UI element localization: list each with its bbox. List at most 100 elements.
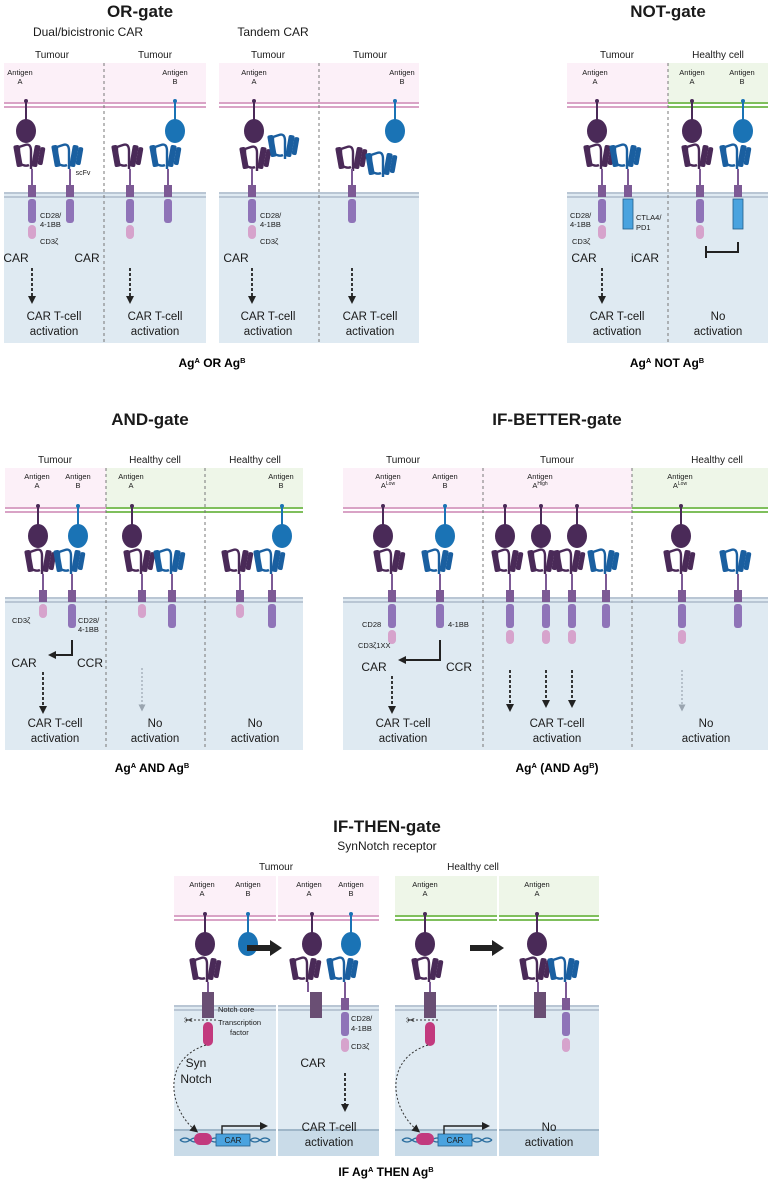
scfv-loop <box>415 956 431 982</box>
costim-domain <box>28 199 36 223</box>
antigen-label: Antigen <box>389 68 414 77</box>
notch-core-label: Notch core <box>218 1005 254 1014</box>
scfv-loop <box>293 956 309 982</box>
tf-label: factor <box>230 1028 249 1037</box>
outcome-label: No <box>542 1122 557 1134</box>
scfv-domain <box>583 144 593 168</box>
cd3z-domain <box>28 225 36 239</box>
caption-text: NOT Ag <box>651 356 699 370</box>
antigen-anchor <box>349 912 353 916</box>
caption-text: ) <box>594 761 598 775</box>
antigen-anchor <box>539 504 543 508</box>
transmembrane-domain <box>436 590 444 602</box>
antigen-head <box>527 932 547 956</box>
antigen-label: Antigen <box>729 68 754 77</box>
scfv-domain <box>515 552 524 571</box>
scfv-loop <box>225 548 241 574</box>
car-gene <box>215 1133 251 1147</box>
scfv-domain <box>743 147 752 166</box>
scfv-domain <box>719 144 729 168</box>
caption-superscript: B <box>699 356 705 365</box>
cd3z-domain <box>126 225 134 239</box>
antigen-label: Antigen <box>338 880 363 889</box>
antigen-label: Antigen <box>24 472 49 481</box>
antigen-head <box>415 932 435 956</box>
transmembrane-domain <box>734 590 742 602</box>
target-cell-area <box>632 468 768 508</box>
gate-title: OR-gate <box>107 2 173 21</box>
progression-arrow <box>470 940 504 956</box>
scfv-domain <box>633 147 642 166</box>
antigen-anchor <box>381 504 385 508</box>
scfv-domain <box>257 146 267 170</box>
car-label: CAR <box>223 251 249 265</box>
scfv-domain <box>565 957 575 981</box>
inhibition-line <box>706 242 739 253</box>
caption-superscript: B <box>184 761 190 770</box>
inhibitory-label: CTLA4/ <box>636 213 662 222</box>
cd3z-domain <box>678 630 686 644</box>
scfv-domain <box>289 957 299 981</box>
outcome-label: activation <box>131 326 180 338</box>
panel-header: Healthy cell <box>692 50 744 61</box>
antigen-anchor <box>690 99 694 103</box>
scfv-domain <box>307 957 317 981</box>
scfv-loop <box>339 145 355 171</box>
gate-caption: AgA (AND AgB) <box>516 761 599 776</box>
scfv-domain <box>353 146 363 170</box>
scfv-domain <box>553 549 563 573</box>
costim-domain <box>696 199 704 223</box>
cd3z-domain <box>138 604 146 618</box>
antigen-anchor <box>741 99 745 103</box>
antigen-letter: B <box>172 77 177 86</box>
antigen-anchor <box>36 504 40 508</box>
costim-domain <box>268 604 276 628</box>
scfv-domain <box>435 960 444 979</box>
panel-header: Healthy cell <box>691 455 743 466</box>
scfv-domain <box>687 552 696 571</box>
antigen-label: Antigen <box>679 68 704 77</box>
antigen-letter: A <box>422 889 427 898</box>
scfv-loop <box>57 548 73 574</box>
scfv-domain <box>571 960 580 979</box>
outcome-label: activation <box>31 733 80 745</box>
scfv-domain <box>509 549 519 573</box>
cd3z-label: CD3ζ1XX <box>358 641 391 650</box>
antigen-letter: A <box>251 77 256 86</box>
antigen-head <box>587 119 607 143</box>
scfv-domain <box>177 552 186 571</box>
transmembrane-domain <box>678 590 686 602</box>
antigen-anchor <box>310 912 314 916</box>
outcome-label: CAR T-cell <box>27 311 82 323</box>
caption-superscript: A <box>368 1165 374 1174</box>
antigen-label: Antigen <box>582 68 607 77</box>
scfv-domain <box>51 144 61 168</box>
scfv-domain <box>291 137 300 156</box>
synnotch-label: Notch <box>180 1072 211 1086</box>
cd3z-label: CD3ζ <box>351 1042 370 1051</box>
antigen-head <box>733 119 753 143</box>
scfv-domain <box>577 552 586 571</box>
scfv-domain <box>335 146 345 170</box>
cd3z-label: CD3ζ <box>260 237 279 246</box>
scfv-domain <box>365 152 375 176</box>
transmembrane-domain <box>734 185 742 197</box>
outcome-label: CAR T-cell <box>590 311 645 323</box>
scfv-loop <box>330 956 346 982</box>
antigen-level: High <box>537 481 548 487</box>
scfv-domain <box>737 144 747 168</box>
costim-domain <box>126 199 134 223</box>
antigen-label: Antigen <box>268 472 293 481</box>
costim-label: CD28/ <box>351 1014 373 1023</box>
scfv-domain <box>421 549 431 573</box>
antigen-head <box>165 119 185 143</box>
antigen-letter: ALow <box>381 481 396 490</box>
costim-domain <box>678 604 686 628</box>
costim-label: 4-1BB <box>448 620 469 629</box>
scfv-domain <box>519 957 529 981</box>
transmembrane-domain <box>388 590 396 602</box>
costim-domain <box>602 604 610 628</box>
scfv-loop <box>523 956 539 982</box>
antigen-letter: B <box>739 77 744 86</box>
antigen-anchor <box>503 504 507 508</box>
